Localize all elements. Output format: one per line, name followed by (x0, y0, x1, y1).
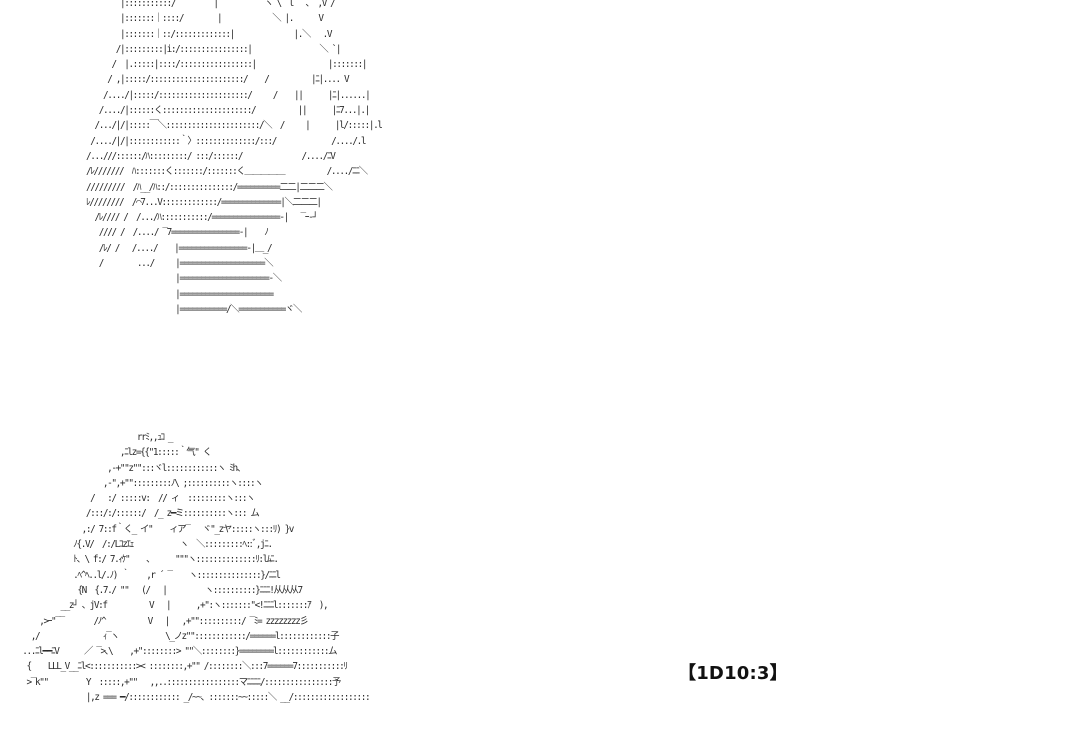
art-line: |:::::::｜::::/ | ＼ |. V (86, 13, 324, 25)
art-line: |:::::::｜::/:::::::::::::| |.＼ .V (86, 28, 333, 40)
art-line: ﾄ、\ f:/ 7.ｨｹ" ､ """ヽ::::::::::::::ﾘ:lﾑﾆ. (18, 554, 279, 566)
art-line: |:::::::::::/ | ヽ \｀l ､ ,V / (86, 0, 336, 9)
art-line: {N {.7./ "" (/ | ヽ::::::::::}ﾆﾆﾆ!从从从7 (18, 584, 303, 596)
art-line: ///////// /ﾊ__/ﾊ::/:::::::::::::::/=====… (86, 181, 333, 193)
art-line: /..../|/|::::::::::::｀〉::::::::::::::/::… (86, 135, 366, 147)
art-line: //// / /..../ ‾7================-| ﾉ (86, 227, 269, 239)
art-line: /..../|:::::/:::::::::::::::::::::/ / ||… (86, 89, 371, 101)
art-line: ,-+""z"":::ヾl::::::::::::ヽ ﾐh、 (18, 462, 246, 474)
art-line: / ,|:::::/::::::::::::::::::::::/ / |ﾆ|.… (86, 74, 349, 86)
ascii-art-bottom: rrﾐ,,ｭｺ _ ,ﾆlz={{"1:::::｀气" く ,-+""z""::… (18, 430, 371, 705)
art-line: / :/ :::::v: // ィ :::::::::ヽ:::ヽ (18, 493, 255, 505)
art-line: ,-",+"":::::::::ﾉ\ ;::::::::::ヽ::::ヽ (18, 477, 264, 489)
art-line: / |.:::::|::::/:::::::::::::::::| |:::::… (86, 59, 367, 71)
art-line: /ﾚ//// / /.../ﾊ:::::::::::/=============… (86, 212, 317, 224)
ascii-art-top: |:::::::::::/ | ヽ \｀l ､ ,V / |:::::::｜::… (86, 0, 383, 317)
art-line: ,:/ 7::f｀く_ イ" ィア‾ ヾ"_zヤ:::::ヽ:::ﾘ) }v (18, 523, 295, 535)
art-line: ﾉ{.V/ /:/Lｺzｴｪ ヽ ＼:::::::::ﾍ::ﾞ,jﾆ. (18, 539, 273, 551)
art-line: /...///::::::/ﾊ:::::::::/ :::/::::::/ /.… (86, 150, 336, 162)
dice-roll-label: 【1D10:3】 (678, 663, 788, 684)
art-line: /..../|::::::く:::::::::::::::::::::/ || … (86, 105, 371, 117)
art-line: |=====================-＼ (86, 273, 282, 285)
art-line: /.../|/|:::::￣＼::::::::::::::::::::::/＼ … (86, 120, 382, 132)
art-line: >‾k"" Y :::::,+"" ,,..:::::::::::::::::マ… (18, 676, 341, 688)
art-line: ...ﾆl━━ﾆV ／ ‾>､\ ,+"::::::::> ""＼:::::::… (18, 646, 337, 658)
art-line: / .../ |====================＼ (86, 258, 274, 270)
art-line: ,/ ｨ‾ヽ \_ノz""::::::::::::/======l:::::::… (18, 630, 340, 642)
art-line: { LLL_V__ﾆl<:::::::::::>< ::::::::,+"" /… (18, 661, 348, 673)
art-line: ,>ｰ"‾‾ /ﾉ^ V | ,+""::::::::::/ ‾ﾐ= zzzzz… (18, 615, 309, 627)
art-line: /ﾚ/ / /..../ |================-|＿_/ (86, 242, 273, 254)
art-line: __z┘ 、jV:f V | ,+":ヽ:::::::"<!ﾆﾆﾆl::::::… (18, 600, 328, 612)
art-line: |,z === ━/:::::::::::: _/~~、:::::::~~:::… (18, 692, 371, 704)
art-line: ,ﾆlz={{"1:::::｀气" く (18, 447, 212, 459)
art-line: /ﾚ/////// ﾊ:::::::く:::::::/:::::::く＿＿＿＿＿… (86, 166, 368, 178)
art-line: /:::/:/::::::/ /_ z━ミ::::::::::ヽ::: ム (18, 508, 260, 520)
art-line: /|:::::::::|i:/::::::::::::::::| ＼ `| (86, 43, 342, 55)
art-line: rrﾐ,,ｭｺ _ (18, 432, 174, 443)
art-line: ﾚ//////// /⌒7...V:::::::::::::/=========… (86, 196, 322, 208)
art-line: .ﾍ^ﾍ..l/.ﾉ) ｀ ,r ´ ‾ ヽ:::::::::::::::}/ﾆ… (18, 569, 281, 581)
art-line: |====================== (86, 288, 274, 300)
art-line: |===========/＼===========ヾ＼ (86, 303, 302, 315)
